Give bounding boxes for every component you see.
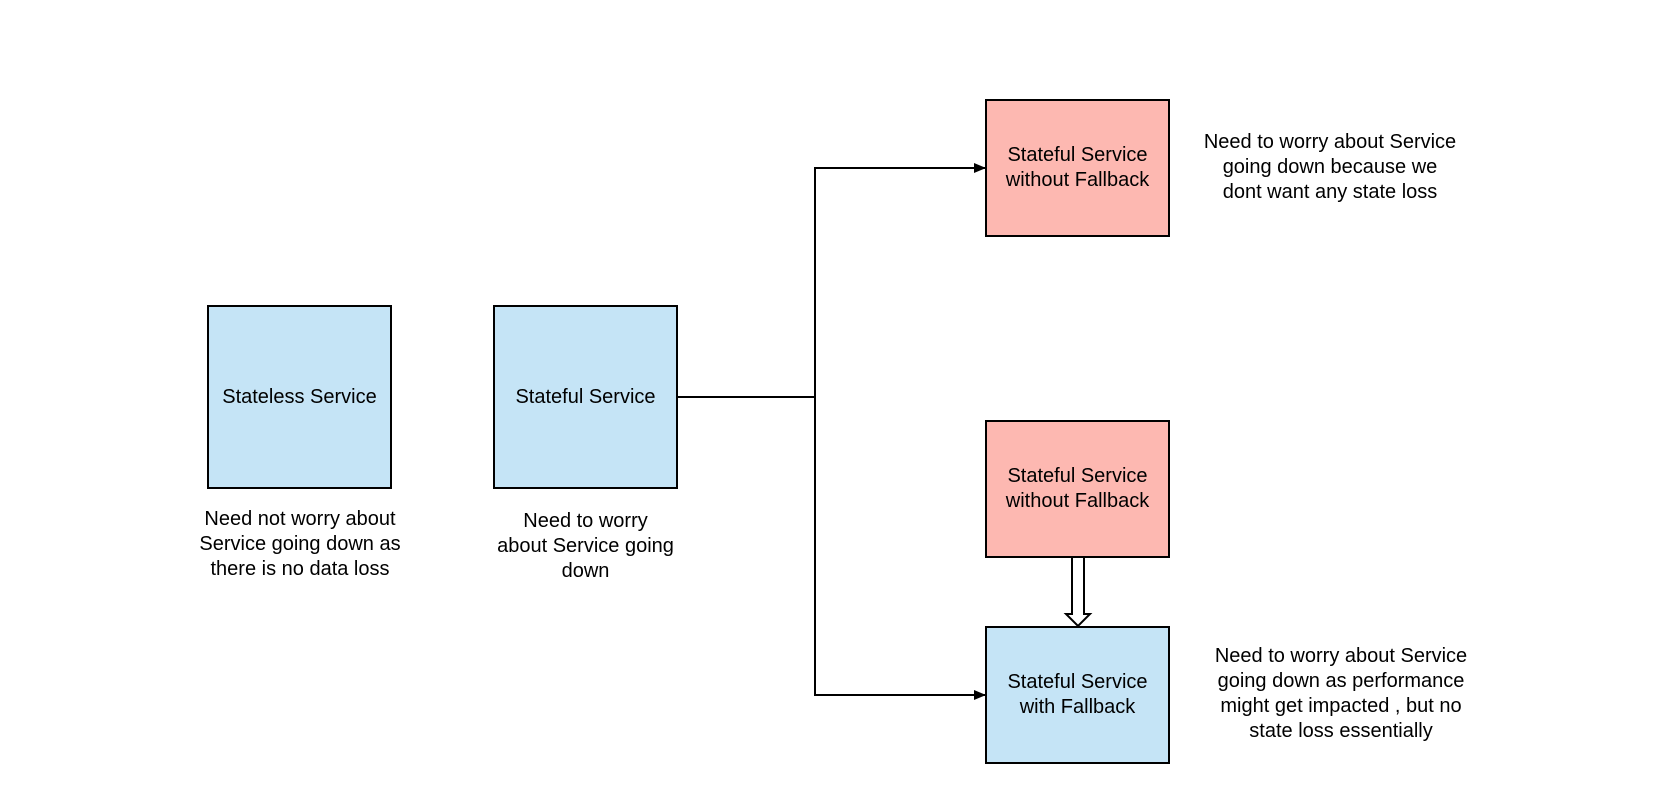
edge-no-fallback-to-with-fallback [1063, 558, 1093, 628]
stateful-with-fallback-label: Stateful Service with Fallback [1007, 671, 1148, 718]
edge-stateful-to-no-fallback [677, 163, 986, 398]
stateful-without-fallback-node-mid: Stateful Service without Fallback [985, 420, 1170, 558]
stateful-without-fallback-label-mid: Stateful Service without Fallback [1005, 465, 1150, 512]
stateful-without-fallback-label-top: Stateful Service without Fallback [1005, 144, 1150, 191]
stateless-service-node: Stateless Service [207, 305, 392, 489]
edge-stateful-to-with-fallback [814, 397, 986, 700]
stateful-without-fallback-node-top: Stateful Service without Fallback [985, 99, 1170, 237]
with-fallback-note: Need to worry about Service going down a… [1214, 645, 1468, 742]
no-fallback-note: Need to worry about Service going down b… [1203, 131, 1457, 203]
stateful-with-fallback-node: Stateful Service with Fallback [985, 626, 1170, 764]
stateful-note: Need to worry about Service going down [497, 510, 674, 582]
stateless-note: Need not worry about Service going down … [199, 508, 401, 580]
stateless-service-label: Stateless Service [222, 385, 377, 408]
stateful-service-label: Stateful Service [515, 385, 656, 408]
stateful-service-node: Stateful Service [493, 305, 678, 489]
